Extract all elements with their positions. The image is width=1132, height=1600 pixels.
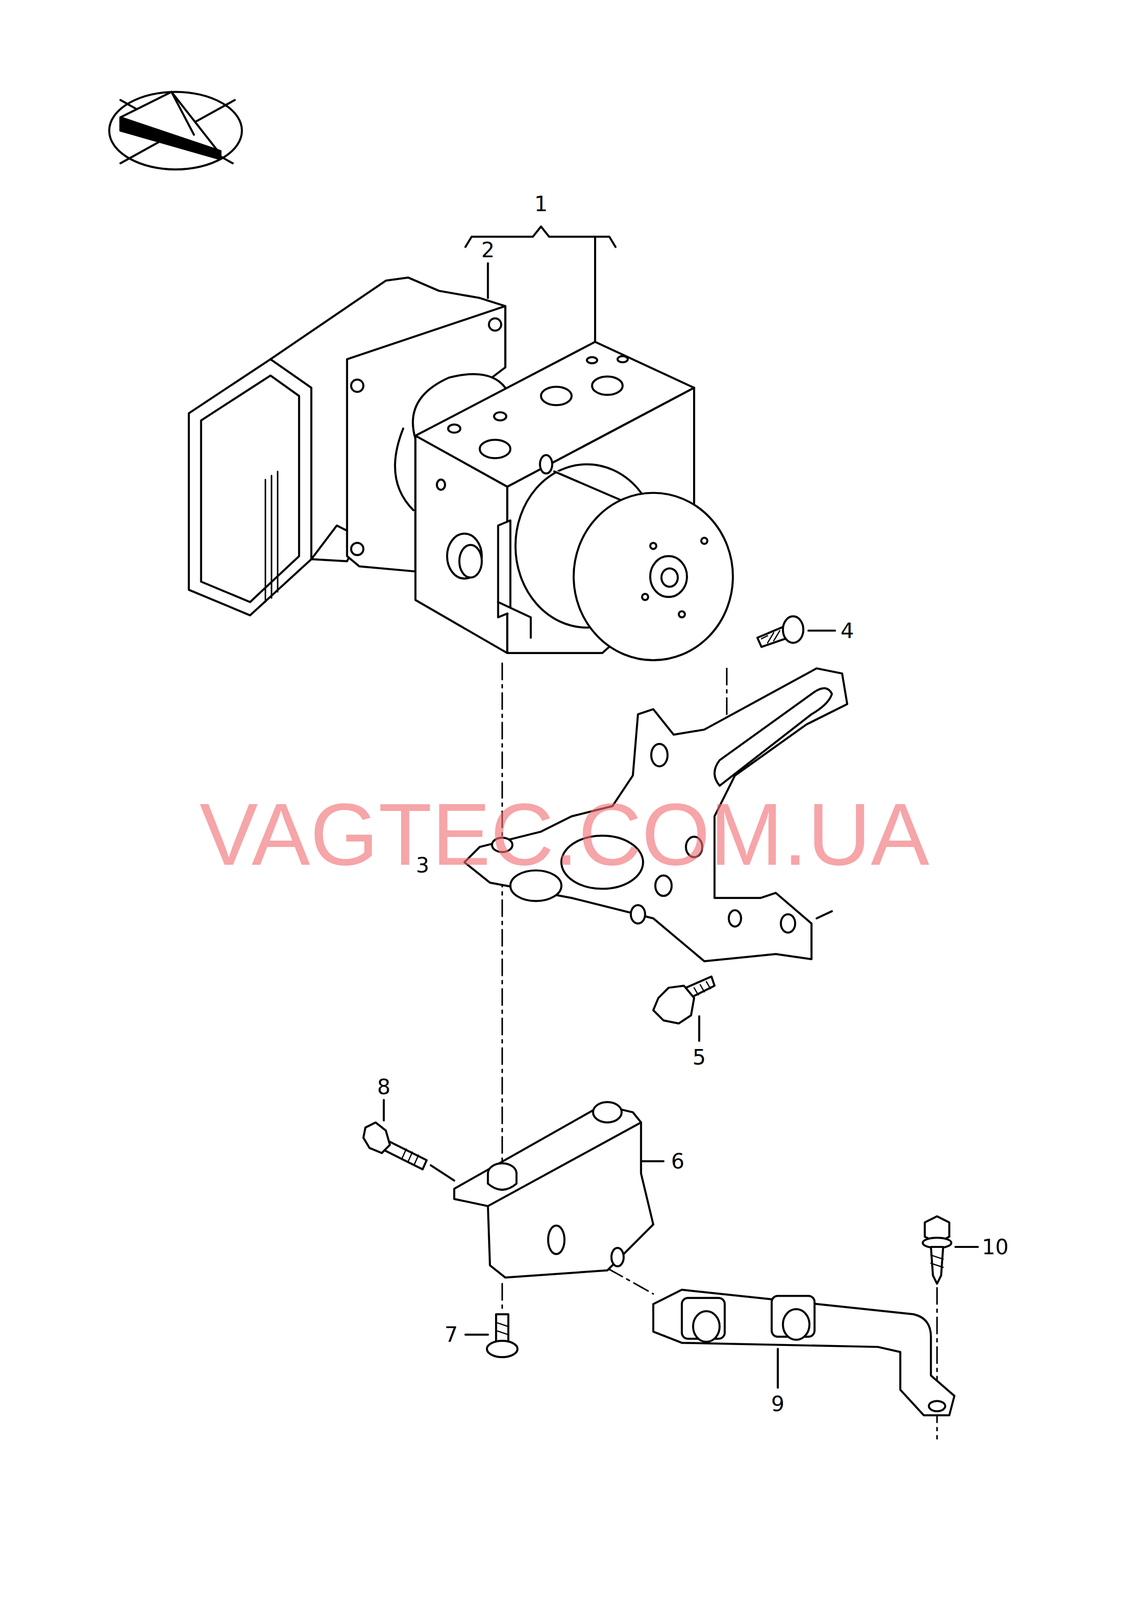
pump-motor — [641, 594, 648, 600]
group-bracket — [594, 236, 596, 342]
bolt — [495, 1322, 509, 1336]
axis-line — [501, 663, 503, 1164]
hydraulic-block — [539, 455, 553, 474]
hydraulic-block — [437, 479, 446, 491]
bolt — [363, 1122, 390, 1154]
mounting-bracket — [816, 911, 833, 919]
callout-number: 4 — [840, 620, 854, 642]
support-bracket — [641, 1160, 664, 1163]
axis-line — [501, 1283, 503, 1312]
support-bracket — [487, 1122, 642, 1207]
orientation-logo — [120, 117, 221, 160]
hydraulic-block — [448, 424, 461, 433]
bolt — [430, 1165, 454, 1182]
control-unit — [188, 359, 312, 616]
bolt — [782, 616, 804, 643]
support-bracket — [454, 1105, 654, 1279]
bolt — [698, 1016, 700, 1042]
pump-motor — [650, 556, 688, 597]
mounting-bracket — [780, 914, 795, 934]
hydraulic-block — [459, 545, 482, 579]
pump-motor — [650, 542, 657, 549]
support-bracket — [547, 1225, 565, 1255]
group-bracket — [486, 263, 489, 298]
bolt — [382, 1100, 385, 1122]
support-arm — [653, 1290, 955, 1416]
support-bracket — [487, 1173, 517, 1191]
hydraulic-block — [541, 386, 572, 406]
hydraulic-block — [498, 602, 532, 638]
bolt — [363, 1100, 454, 1182]
watermark: VAGTEC.COM.UA — [199, 791, 930, 879]
support-arm — [782, 1309, 810, 1341]
hydraulic-block — [586, 357, 597, 364]
hydraulic-block — [592, 376, 623, 396]
support-arm — [928, 1401, 946, 1412]
control-unit — [351, 379, 364, 392]
orientation-logo — [171, 91, 194, 135]
control-unit — [351, 542, 364, 556]
orientation-logo — [109, 91, 242, 170]
orientation-logo — [109, 91, 242, 170]
pump-motor — [661, 568, 679, 587]
mounting-bracket — [714, 688, 832, 787]
control-unit — [265, 471, 278, 603]
pump-motor — [515, 464, 734, 661]
bolt — [761, 631, 780, 644]
mounting-bracket — [651, 744, 668, 767]
support-bracket — [454, 1102, 664, 1279]
bolt — [401, 1149, 419, 1165]
bolt — [693, 981, 711, 996]
callout-number: 1 — [534, 193, 548, 215]
mounting-bracket — [728, 910, 741, 928]
bolt — [465, 1334, 488, 1336]
control-unit — [311, 525, 347, 560]
control-unit — [201, 375, 300, 603]
hydraulic-block — [415, 435, 508, 654]
support-bracket — [611, 1248, 624, 1267]
bolt — [955, 1246, 978, 1249]
pump-motor — [554, 471, 621, 501]
callout-number: 9 — [771, 1393, 785, 1415]
control-unit — [489, 318, 502, 331]
support-arm — [653, 1290, 955, 1416]
group-bracket — [465, 226, 616, 343]
control-unit — [395, 428, 414, 511]
mounting-bracket — [655, 876, 672, 897]
pump-motor — [678, 611, 685, 618]
callout-number: 2 — [481, 239, 495, 261]
support-arm — [776, 1349, 779, 1389]
callout-number: 8 — [377, 1076, 391, 1098]
pump-motor — [701, 537, 708, 544]
bolt — [808, 629, 835, 632]
bolt — [930, 1255, 944, 1268]
support-bracket — [593, 1102, 622, 1123]
pump-motor — [573, 493, 733, 661]
bolt — [465, 1314, 518, 1358]
bolt — [486, 1341, 518, 1358]
bolt — [757, 616, 835, 647]
bolt — [653, 976, 715, 1042]
bolt — [922, 1216, 978, 1285]
hydraulic-block — [494, 412, 507, 421]
mounting-bracket — [631, 905, 646, 924]
callout-number: 5 — [692, 1047, 706, 1069]
hydraulic-block — [479, 439, 511, 459]
hydraulic-block — [447, 533, 482, 579]
bolt — [653, 985, 694, 1024]
bolt — [930, 1247, 944, 1285]
hydraulic-block — [617, 356, 628, 363]
axis-line — [725, 668, 728, 715]
callout-number: 6 — [671, 1151, 685, 1173]
support-arm — [693, 1311, 720, 1343]
callout-number: 7 — [444, 1324, 458, 1346]
callout-number: 10 — [981, 1236, 1009, 1258]
